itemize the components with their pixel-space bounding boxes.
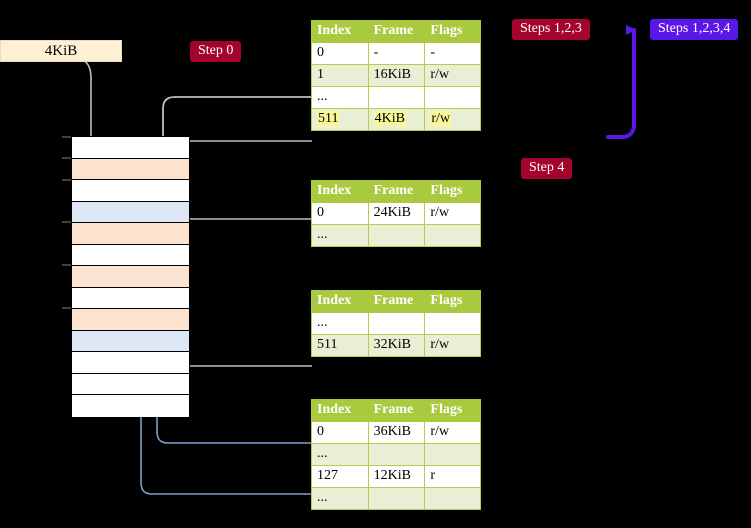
table-cell: 16KiB bbox=[367, 64, 426, 87]
table-cell: - bbox=[367, 42, 426, 65]
column-header-frame: Frame bbox=[367, 290, 426, 313]
table-cell: 24KiB bbox=[367, 202, 426, 225]
table-cell: r/w bbox=[424, 108, 481, 131]
column-header-index: Index bbox=[311, 180, 369, 203]
table-cell bbox=[424, 443, 481, 466]
table-cell bbox=[424, 224, 481, 247]
column-header-flags: Flags bbox=[424, 180, 481, 203]
table-row: ... bbox=[311, 312, 481, 335]
wire-level2-to-level3 bbox=[172, 218, 312, 259]
table-cell: ... bbox=[311, 487, 369, 510]
column-header-frame: Frame bbox=[367, 399, 426, 422]
column-header-index: Index bbox=[311, 290, 369, 313]
table-cell: 32KiB bbox=[367, 334, 426, 357]
table-cell: 4KiB bbox=[367, 108, 426, 131]
memory-frame-6 bbox=[72, 266, 189, 288]
table-cell bbox=[424, 487, 481, 510]
table-cell: ... bbox=[311, 312, 369, 335]
table-row: 0-- bbox=[311, 42, 481, 65]
table-cell: r/w bbox=[424, 202, 481, 225]
table-cell: 36KiB bbox=[367, 421, 426, 444]
physical-memory-column bbox=[71, 136, 190, 417]
memory-frame-5 bbox=[72, 244, 189, 266]
table-cell bbox=[367, 443, 426, 466]
table-cell: 511 bbox=[311, 334, 369, 357]
table-cell: r/w bbox=[424, 421, 481, 444]
column-header-frame: Frame bbox=[367, 20, 426, 43]
badge-steps-123: Steps 1,2,3 bbox=[512, 19, 590, 40]
badge-step-0: Step 0 bbox=[190, 41, 242, 62]
column-header-index: Index bbox=[311, 399, 369, 422]
memory-frame-11 bbox=[72, 373, 189, 395]
table-cell: ... bbox=[311, 86, 369, 109]
wire-purple-return bbox=[606, 25, 636, 139]
table-cell: r/w bbox=[424, 64, 481, 87]
column-header-frame: Frame bbox=[367, 180, 426, 203]
table-cell: r/w bbox=[424, 334, 481, 357]
highlighted-value: r/w bbox=[430, 111, 452, 126]
table-cell bbox=[424, 312, 481, 335]
memory-frame-9 bbox=[72, 330, 189, 352]
table-row: ... bbox=[311, 443, 481, 466]
table-cell bbox=[367, 312, 426, 335]
table-cell bbox=[424, 86, 481, 109]
memory-frame-4 bbox=[72, 223, 189, 245]
table-cell bbox=[367, 86, 426, 109]
badge-steps-1234: Steps 1,2,3,4 bbox=[650, 19, 739, 40]
badge-step-4: Step 4 bbox=[521, 158, 573, 179]
memory-frame-10 bbox=[72, 352, 189, 374]
table-row: ... bbox=[311, 86, 481, 109]
table-cell: - bbox=[424, 42, 481, 65]
highlighted-value: 4KiB bbox=[373, 111, 406, 126]
table-row: ... bbox=[311, 224, 481, 247]
memory-frame-0 bbox=[72, 137, 189, 159]
table-cell: ... bbox=[311, 443, 369, 466]
wire-level3-to-memory bbox=[166, 313, 312, 367]
table-cell bbox=[367, 224, 426, 247]
size-label-4kib: 4KiB bbox=[0, 40, 122, 62]
column-header-flags: Flags bbox=[424, 20, 481, 43]
table-cell: 0 bbox=[311, 421, 369, 444]
table-cell: r bbox=[424, 465, 481, 488]
memory-frame-7 bbox=[72, 287, 189, 309]
column-header-index: Index bbox=[311, 20, 369, 43]
table-cell: 0 bbox=[311, 202, 369, 225]
memory-frame-2 bbox=[72, 180, 189, 202]
column-header-flags: Flags bbox=[424, 290, 481, 313]
table-cell: ... bbox=[311, 224, 369, 247]
memory-frame-8 bbox=[72, 309, 189, 331]
highlighted-value: 511 bbox=[317, 111, 340, 126]
memory-frame-1 bbox=[72, 158, 189, 180]
memory-frame-3 bbox=[72, 201, 189, 223]
table-cell: 1 bbox=[311, 64, 369, 87]
table-row: 511 4KiB r/w bbox=[311, 108, 481, 131]
table-cell: 127 bbox=[311, 465, 369, 488]
table-row: ... bbox=[311, 487, 481, 510]
memory-frame-12 bbox=[72, 395, 189, 417]
wire-4kib-to-memory bbox=[59, 55, 99, 151]
table-cell: 12KiB bbox=[367, 465, 426, 488]
column-header-flags: Flags bbox=[424, 399, 481, 422]
table-cell: 0 bbox=[311, 42, 369, 65]
table-cell: 511 bbox=[311, 108, 369, 131]
table-cell bbox=[367, 487, 426, 510]
